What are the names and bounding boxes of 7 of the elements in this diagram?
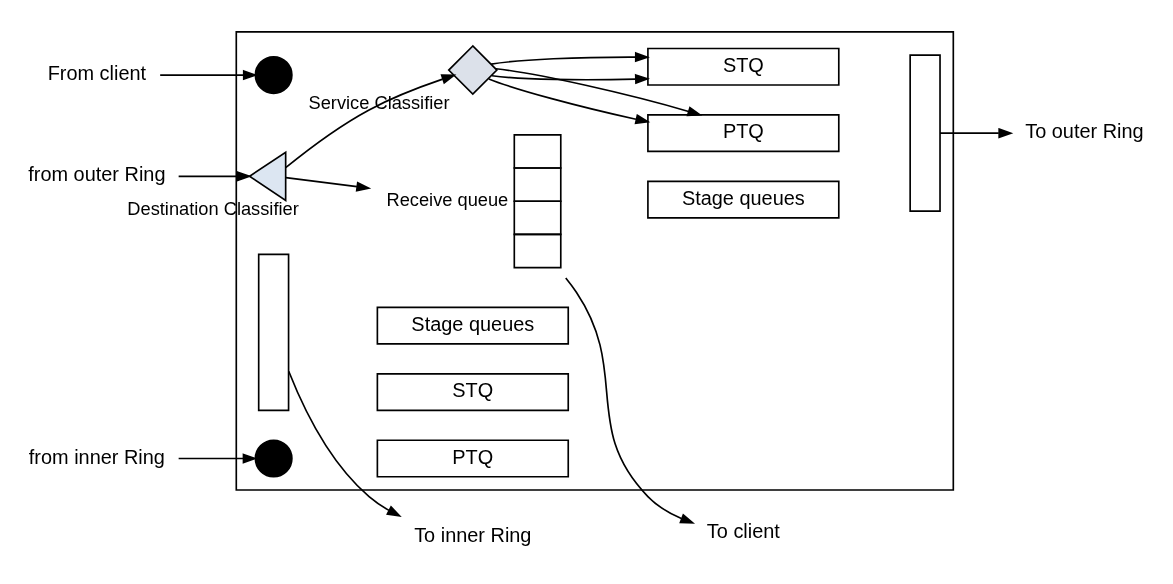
node-text: From client	[47, 61, 147, 84]
node-text: from inner Ring	[28, 445, 165, 468]
node-text: To outer Ring	[1025, 119, 1144, 142]
node-text: To inner Ring	[414, 523, 532, 546]
node-text: from outer Ring	[28, 162, 166, 185]
node-text: To client	[706, 519, 780, 542]
node-label: Receive queue	[386, 188, 509, 210]
